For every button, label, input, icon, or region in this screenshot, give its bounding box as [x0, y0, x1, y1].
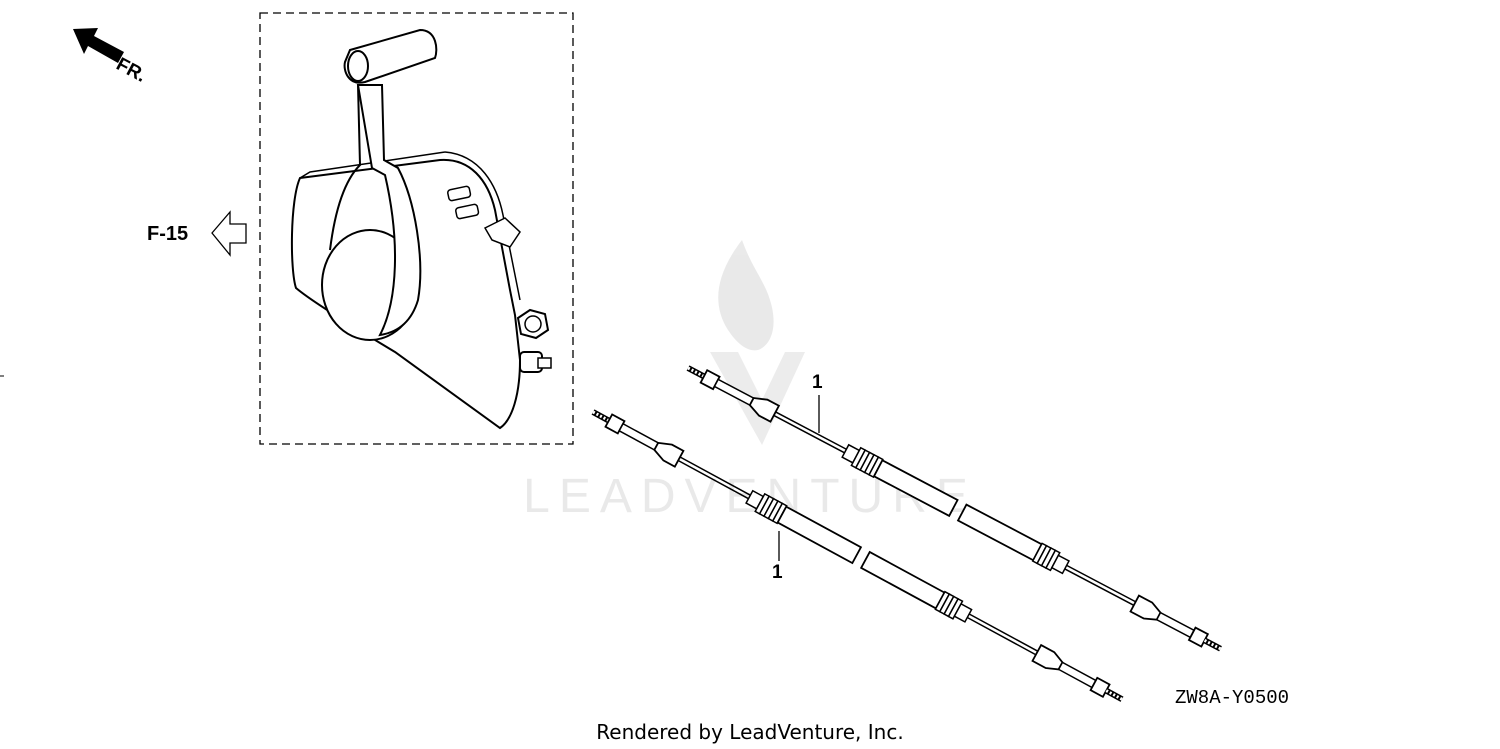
front-direction-arrow: FR.: [73, 28, 150, 87]
callout-lower[interactable]: 1: [772, 531, 783, 583]
reference-pointer[interactable]: F-15: [147, 210, 247, 257]
callout-number: 1: [772, 562, 783, 583]
footer-credit: Rendered by LeadVenture, Inc.: [596, 720, 903, 744]
trim-switch: [483, 217, 521, 248]
callout-upper[interactable]: 1: [812, 372, 823, 433]
indicator-button-top: [447, 185, 472, 202]
callout-number: 1: [812, 372, 823, 393]
diagram-code: ZW8A-Y0500: [1175, 687, 1289, 709]
indicator-button-bottom: [455, 203, 480, 220]
dashed-frame: [259, 12, 574, 445]
remote-control-box: [259, 12, 574, 445]
control-lever: [356, 84, 422, 337]
reference-label: F-15: [147, 223, 188, 245]
arrow-icon: [73, 28, 124, 63]
watermark-flame-icon: [718, 240, 774, 351]
hollow-arrow-left-icon: [211, 210, 247, 257]
